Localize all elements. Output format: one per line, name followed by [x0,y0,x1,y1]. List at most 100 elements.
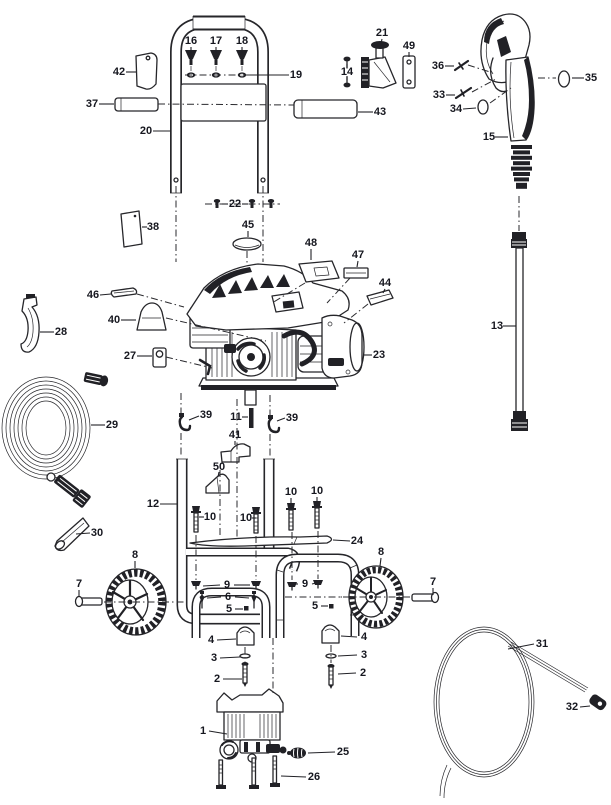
grip-37-drawing [114,97,159,112]
leader-line [356,260,359,268]
handle-knobs-drawing [185,50,248,78]
screws-14-drawing [343,56,351,88]
construction-lines [104,64,556,694]
callout-46: 46 [87,289,99,301]
callout-23: 23 [373,349,385,361]
plate-49-drawing [402,55,416,89]
callout-9: 9 [224,579,230,591]
bracket-41-drawing [220,443,251,463]
plate-44-drawing [366,289,394,306]
callout-43: 43 [374,106,386,118]
grip-43-drawing [293,99,358,119]
tip-32-drawing [589,694,607,711]
callout-22: 22 [229,198,241,210]
leader-line [382,288,386,294]
callout-8: 8 [378,546,384,558]
callout-44: 44 [379,277,392,289]
plate-48-drawing [298,260,340,283]
callout-2: 2 [360,667,366,679]
leader-line [337,654,358,657]
hook-39-left-drawing [178,413,192,432]
crossbar-24-drawing [189,535,333,547]
leader-line [507,643,535,650]
callout-36: 36 [432,60,444,72]
pin-6-drawing [199,591,257,609]
callout-48: 48 [305,237,317,249]
hook-39-right-drawing [267,415,281,434]
callout-45: 45 [242,219,254,231]
callout-49: 49 [403,40,415,52]
callout-3: 3 [211,652,217,664]
callout-13: 13 [491,320,503,332]
callout-15: 15 [483,131,495,143]
axle-7-left-drawing [74,595,103,608]
callout-50: 50 [213,461,225,473]
callout-19: 19 [290,69,302,81]
leader-line [206,596,222,599]
callout-3: 3 [361,649,367,661]
callout-5: 5 [312,600,318,612]
callout-39: 39 [200,409,212,421]
callout-7: 7 [76,578,82,590]
foot-4-right-drawing [321,624,340,644]
leader-line [579,705,591,708]
leader-line [234,596,250,599]
callout-10: 10 [285,486,297,498]
callout-11: 11 [230,411,242,423]
callout-41: 41 [229,429,241,441]
oring-35-drawing [557,70,571,88]
bracket-27-drawing [152,347,167,368]
callout-27: 27 [124,350,136,362]
callout-30: 30 [91,527,103,539]
callout-17: 17 [210,35,222,47]
callout-25: 25 [337,746,349,758]
leader-line [280,775,307,778]
bolts-26-drawing [216,755,280,789]
leader-line [307,751,336,754]
leader-line [332,539,351,542]
leader-line [219,656,241,659]
pin-33-drawing [454,86,473,100]
callout-32: 32 [566,701,578,713]
frame-drawing [176,458,360,638]
callout-38: 38 [147,221,159,233]
axle-7-right-drawing [411,591,440,604]
callout-16: 16 [185,35,197,47]
plate-47-drawing [343,267,369,279]
clip-9-drawing [191,580,323,591]
callout-26: 26 [308,771,320,783]
callout-39: 39 [286,412,298,424]
callout-10: 10 [240,512,252,524]
leader-line [379,557,382,567]
bolt-11-drawing [249,408,254,428]
label-tag-38-drawing [120,210,143,248]
callout-10: 10 [311,485,323,497]
bracket-40-drawing [136,302,167,331]
callout-6: 6 [225,591,231,603]
callout-47: 47 [352,249,364,261]
leader-line [208,730,228,735]
leader-line [216,638,237,641]
hose-coil-29-drawing [1,372,109,508]
bracket-50-drawing [205,473,230,494]
bolt-2-drawing [241,662,335,689]
callout-31: 31 [536,638,548,650]
leader-line [75,532,91,535]
leader-line [217,471,220,478]
callout-1: 1 [200,725,206,737]
bolt-10-drawing [191,506,201,533]
nozzle-25-drawing [287,747,306,759]
bolt-10-drawing [312,501,322,529]
callout-33: 33 [433,89,445,101]
leader-line [379,38,383,49]
leader-line [276,417,286,422]
pin-36-drawing [453,59,470,72]
callout-35: 35 [585,72,597,84]
callout-42: 42 [113,66,125,78]
spray-gun-drawing [480,13,535,189]
callout-14: 14 [341,66,354,78]
callout-40: 40 [108,314,120,326]
leader-line [462,107,477,110]
lance-drawing [511,232,528,431]
